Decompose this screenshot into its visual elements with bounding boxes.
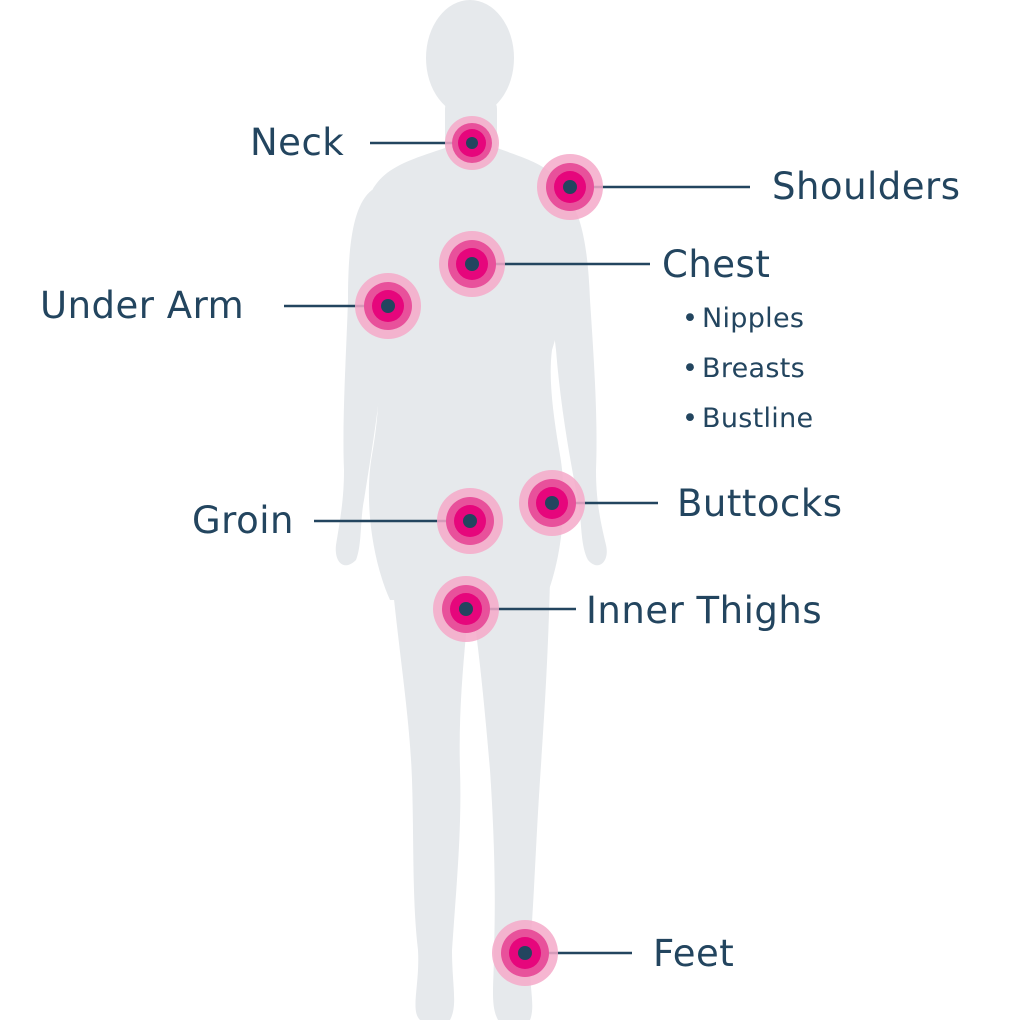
label-shoulders: Shoulders: [772, 165, 961, 208]
hotspot-chest: [439, 231, 505, 297]
hotspot-under-arm: [355, 273, 421, 339]
body-silhouette: [335, 0, 607, 1020]
label-chest: Chest: [662, 243, 771, 286]
label-under-arm: Under Arm: [40, 284, 245, 327]
hotspot-neck: [445, 116, 499, 170]
hotspot-buttocks: [519, 470, 585, 536]
silhouette-right-leg: [470, 580, 550, 1020]
sub-item-label: Breasts: [702, 353, 806, 384]
label-inner-thighs: Inner Thighs: [586, 589, 823, 632]
silhouette-head: [426, 0, 514, 116]
silhouette-right-arm: [547, 190, 607, 566]
label-feet: Feet: [653, 932, 735, 975]
chest-sub-item: •Bustline: [682, 405, 813, 455]
silhouette-left-leg: [392, 580, 470, 1020]
chest-sub-items: •Nipples •Breasts •Bustline: [682, 305, 813, 455]
chest-sub-item: •Nipples: [682, 305, 813, 355]
bullet-icon: •: [682, 303, 699, 334]
sub-item-label: Nipples: [702, 303, 805, 334]
label-buttocks: Buttocks: [677, 482, 843, 525]
chest-sub-item: •Breasts: [682, 355, 813, 405]
bullet-icon: •: [682, 403, 699, 434]
bullet-icon: •: [682, 353, 699, 384]
sub-item-label: Bustline: [702, 403, 814, 434]
silhouette-torso: [362, 148, 573, 600]
hotspot-markers: [355, 116, 603, 986]
hotspot-shoulders: [537, 154, 603, 220]
label-groin: Groin: [192, 499, 294, 542]
hotspot-feet: [492, 920, 558, 986]
label-neck: Neck: [250, 121, 345, 164]
hotspot-groin: [437, 488, 503, 554]
hotspot-inner-thighs: [433, 576, 499, 642]
